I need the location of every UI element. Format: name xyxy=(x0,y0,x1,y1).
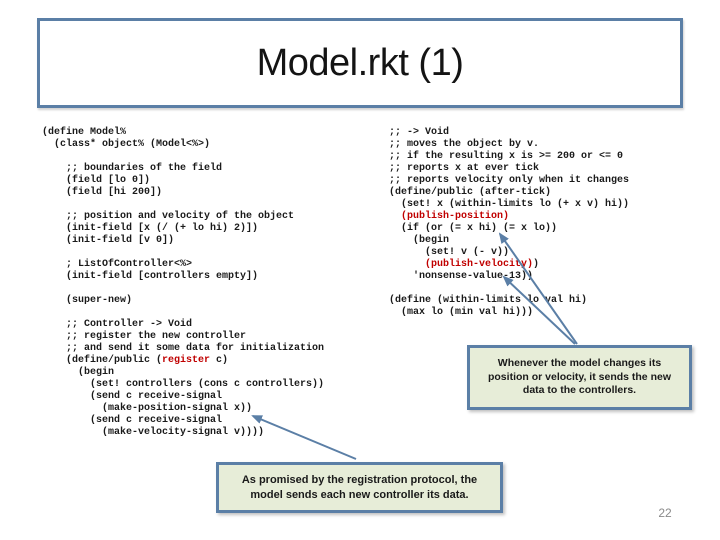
code-left-column: (define Model% (class* object% (Model<%>… xyxy=(42,127,325,438)
code-right-column: ;; -> Void;; moves the object by v.;; if… xyxy=(389,127,630,318)
title-box: Model.rkt (1) xyxy=(37,18,683,108)
callout-position-velocity: Whenever the model changes its position … xyxy=(467,345,692,410)
page-number: 22 xyxy=(658,506,672,520)
callout-registration-text: As promised by the registration protocol… xyxy=(241,473,478,501)
slide-title: Model.rkt (1) xyxy=(256,41,464,84)
callout-registration: As promised by the registration protocol… xyxy=(216,462,503,513)
callout-position-velocity-text: Whenever the model changes its position … xyxy=(487,357,671,397)
